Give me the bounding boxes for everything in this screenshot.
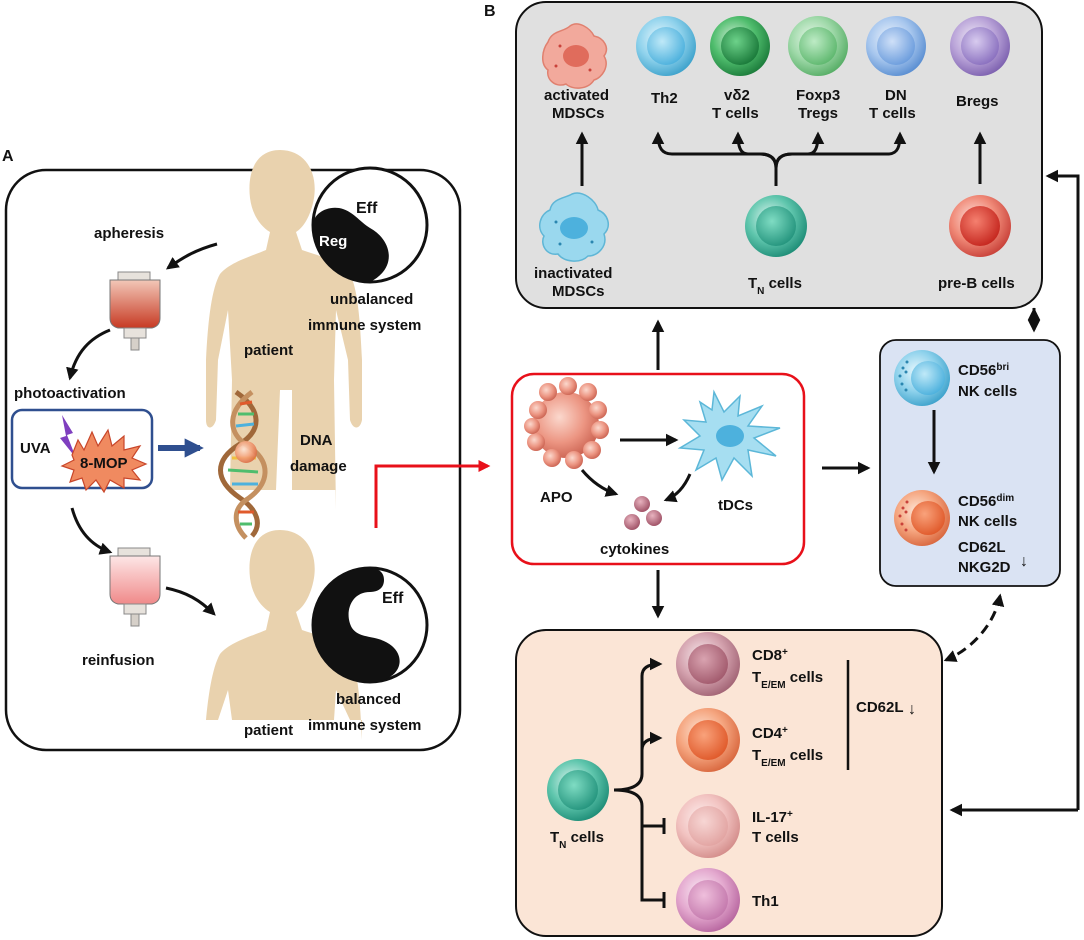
- nk-cd62l-label: CD62L: [958, 539, 1006, 556]
- cd56bri-label-2: NK cells: [958, 383, 1017, 400]
- il17-label-1: IL-17+: [752, 809, 793, 827]
- cytokines-icon: [624, 496, 662, 530]
- yin-yang-reg-top: Reg: [319, 233, 347, 250]
- inactivated-mdscs-label-2: MDSCs: [552, 283, 605, 300]
- tn-effector-branch-arrows: [613, 657, 666, 908]
- cd56dim-label-2: NK cells: [958, 513, 1017, 530]
- reinfusion-arrow: [165, 586, 216, 616]
- foxp3-treg-cell-icon: [788, 16, 848, 76]
- yin-yang-eff-bottom: Eff: [382, 590, 404, 607]
- tn-branch-arrows: [651, 131, 907, 186]
- inactivated-mdscs-label-1: inactivated: [534, 265, 612, 282]
- mop-label: 8-MOP: [80, 455, 128, 472]
- yin-yang-balanced-icon: [311, 566, 429, 684]
- unbalanced-label-2: immune system: [308, 317, 421, 334]
- tn-cell-top-icon: [745, 195, 807, 257]
- dna-helix-icon: [218, 389, 268, 540]
- cd8-label-1: CD8+: [752, 647, 788, 665]
- right-feedback-to-top-arrow: [1045, 169, 1080, 810]
- balanced-label-2: immune system: [308, 717, 421, 734]
- tdc-cell-icon: [677, 389, 781, 482]
- th2-cell-icon: [636, 16, 696, 76]
- blood-bag-dark-icon: [109, 271, 161, 351]
- patient-label-top: patient: [244, 342, 293, 359]
- activated-mdsc-icon: [542, 23, 608, 89]
- th2-label: Th2: [651, 90, 678, 107]
- dna-label-1: DNA: [300, 432, 333, 449]
- tdc-to-cytokines-arrow: [663, 473, 692, 503]
- panel-b: B activated MDSCs Th2 vδ2 T cells Foxp: [484, 1, 1080, 937]
- vd2-label-1: vδ2: [724, 87, 750, 104]
- nk-bottom-dashed-arrow: [943, 593, 1005, 662]
- il17-label-2: T cells: [752, 829, 799, 846]
- tn-cells-bottom-label: TN cells: [550, 829, 604, 851]
- patient-figure-top: [206, 150, 362, 510]
- yin-yang-eff-top: Eff: [356, 200, 378, 217]
- cd56dim-nk-cell-icon: [894, 490, 950, 546]
- bregs-label: Bregs: [956, 93, 999, 110]
- top-cells-box: [515, 1, 1043, 309]
- to-reinfusion-arrow: [70, 507, 113, 555]
- apheresis-arrow: [165, 242, 218, 270]
- reinfusion-label: reinfusion: [82, 652, 155, 669]
- dna-label-2: damage: [290, 458, 347, 475]
- cd4-label-2: TE/EM cells: [752, 747, 823, 769]
- pre-b-cell-icon: [949, 195, 1011, 257]
- to-photoactivation-arrow: [66, 328, 111, 381]
- foxp3-label-2: Tregs: [798, 105, 838, 122]
- pre-b-cells-label: pre-B cells: [938, 275, 1015, 292]
- vd2-t-cell-icon: [710, 16, 770, 76]
- il17-t-cell-icon: [676, 794, 740, 858]
- blood-bag-light-icon: [109, 547, 161, 627]
- cd56dim-label-1: CD56dim: [958, 493, 1014, 511]
- uva-label: UVA: [20, 440, 51, 457]
- dn-label-2: T cells: [869, 105, 916, 122]
- dn-label-1: DN: [885, 87, 907, 104]
- panel-b-letter: B: [484, 3, 496, 20]
- apheresis-label: apheresis: [94, 225, 164, 242]
- apo-to-cytokines-arrow: [580, 469, 619, 497]
- panel-a: A Eff Reg Reg Eff unbalanced immune syst…: [2, 148, 462, 752]
- balanced-label-1: balanced: [336, 691, 401, 708]
- th1-label: Th1: [752, 893, 779, 910]
- tdcs-label: tDCs: [718, 497, 753, 514]
- bottom-effector-box: [515, 629, 943, 937]
- dn-t-cell-icon: [866, 16, 926, 76]
- breg-cell-icon: [950, 16, 1010, 76]
- cytokines-label: cytokines: [600, 541, 669, 558]
- patient-figure-bottom: [206, 530, 362, 740]
- mop-starburst-icon: [60, 428, 148, 494]
- cd8-label-2: TE/EM cells: [752, 669, 823, 691]
- bottom-downregulation-arrow: ↓: [908, 701, 916, 718]
- patient-label-bottom: patient: [244, 722, 293, 739]
- photoactivation-label: photoactivation: [14, 385, 126, 402]
- activated-mdscs-label-2: MDSCs: [552, 105, 605, 122]
- cd56bri-label-1: CD56bri: [958, 362, 1009, 380]
- panel-a-letter: A: [2, 148, 14, 165]
- foxp3-label-1: Foxp3: [796, 87, 840, 104]
- yin-yang-unbalanced-icon: [311, 166, 429, 284]
- th1-cell-icon: [676, 868, 740, 932]
- unbalanced-label-1: unbalanced: [330, 291, 413, 308]
- nk-downregulation-arrow: ↓: [1020, 553, 1028, 570]
- apo-label: APO: [540, 489, 573, 506]
- cd8-effector-cell-icon: [676, 632, 740, 696]
- a-to-center-red-arrow: [374, 460, 491, 528]
- vd2-label-2: T cells: [712, 105, 759, 122]
- bottom-cd62l-label: CD62L: [856, 699, 904, 716]
- yin-yang-reg-bottom: Reg: [353, 615, 383, 632]
- tn-cells-top-label: TN cells: [748, 275, 802, 297]
- inactivated-mdsc-icon: [539, 192, 609, 262]
- nk-nkg2d-label: NKG2D: [958, 559, 1011, 576]
- cd4-effector-cell-icon: [676, 708, 740, 772]
- cd4-label-1: CD4+: [752, 725, 788, 743]
- cd56bri-nk-cell-icon: [894, 350, 950, 406]
- activated-mdscs-label-1: activated: [544, 87, 609, 104]
- tn-cell-bottom-icon: [547, 759, 609, 821]
- apo-cell-icon: [524, 377, 609, 469]
